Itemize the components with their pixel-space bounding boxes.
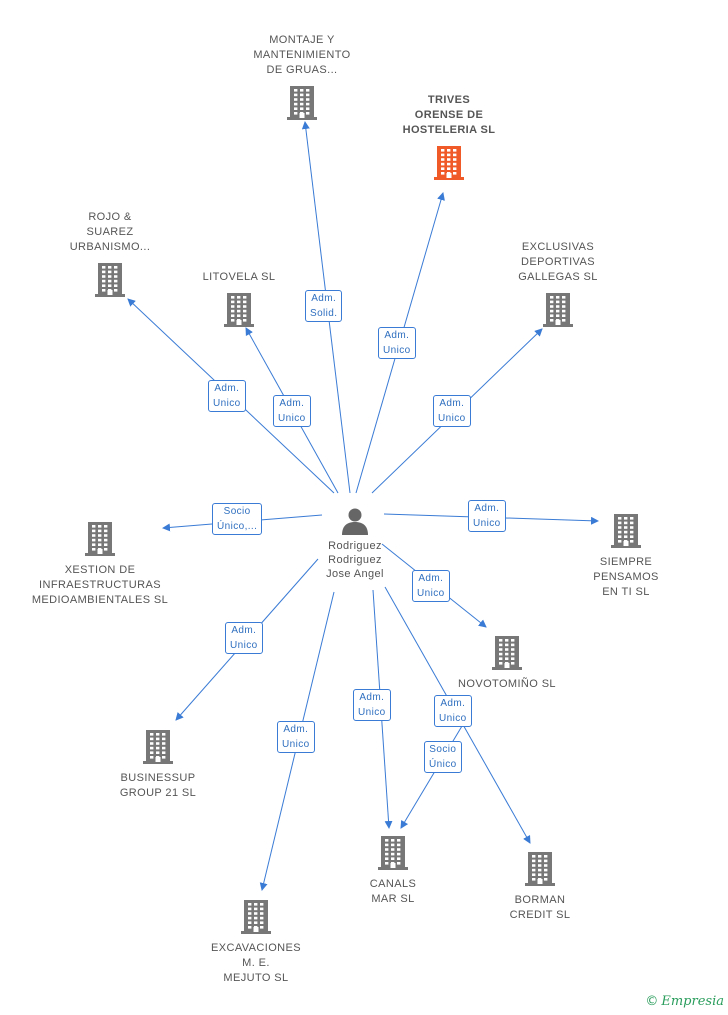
company-name: SIEMPRE PENSAMOS EN TI SL — [593, 556, 659, 598]
brand-name: Empresia — [661, 994, 724, 1009]
edge-label-businessup[interactable]: Adm. Unico — [225, 622, 263, 654]
company-node-excavaciones[interactable]: EXCAVACIONES M. E. MEJUTO SL — [196, 898, 316, 986]
company-name: EXCLUSIVAS DEPORTIVAS GALLEGAS SL — [518, 241, 598, 283]
person-node-center[interactable]: Rodriguez Rodriguez Jose Angel — [300, 505, 410, 581]
edge-label-novotomino_canals[interactable]: Socio Único — [424, 741, 462, 773]
company-node-litovela[interactable]: LITOVELA SL — [189, 270, 289, 332]
company-name: NOVOTOMIÑO SL — [458, 678, 556, 690]
edge-label-xestion[interactable]: Socio Único,... — [212, 503, 263, 535]
building-icon — [239, 898, 273, 939]
company-name: EXCAVACIONES M. E. MEJUTO SL — [211, 942, 301, 984]
building-icon — [83, 520, 117, 561]
edge-label-exclusivas[interactable]: Adm. Unico — [433, 395, 471, 427]
building-icon — [490, 634, 524, 675]
building-icon — [376, 834, 410, 875]
edge-label-excavaciones[interactable]: Adm. Unico — [277, 721, 315, 753]
edge-label-canals[interactable]: Adm. Unico — [353, 689, 391, 721]
building-icon — [541, 291, 575, 332]
company-node-exclusivas[interactable]: EXCLUSIVAS DEPORTIVAS GALLEGAS SL — [503, 240, 613, 332]
building-icon — [609, 512, 643, 553]
edge-label-trives[interactable]: Adm. Unico — [378, 327, 416, 359]
edge-label-rojo[interactable]: Adm. Unico — [208, 380, 246, 412]
company-name: CANALS MAR SL — [369, 878, 417, 905]
company-node-borman[interactable]: BORMAN CREDIT SL — [490, 850, 590, 923]
building-icon — [523, 850, 557, 891]
company-node-trives[interactable]: TRIVES ORENSE DE HOSTELERIA SL — [394, 93, 504, 185]
company-node-canals[interactable]: CANALS MAR SL — [343, 834, 443, 907]
edge-label-litovela[interactable]: Adm. Unico — [273, 395, 311, 427]
edge-label-novotomino[interactable]: Adm. Unico — [412, 570, 450, 602]
edge-label-borman[interactable]: Adm. Unico — [434, 695, 472, 727]
company-name: ROJO & SUAREZ URBANISMO... — [69, 211, 151, 253]
person-name: Rodriguez Rodriguez Jose Angel — [326, 540, 384, 580]
building-icon — [285, 84, 319, 125]
company-name: XESTION DE INFRAESTRUCTURAS MEDIOAMBIENT… — [31, 564, 169, 606]
building-icon — [222, 291, 256, 332]
company-name: MONTAJE Y MANTENIMIENTO DE GRUAS... — [253, 34, 351, 76]
building-icon — [141, 728, 175, 769]
brand-footer: ©Empresia — [645, 994, 724, 1009]
company-name: TRIVES ORENSE DE HOSTELERIA SL — [402, 94, 496, 136]
company-node-novotomino[interactable]: NOVOTOMIÑO SL — [447, 634, 567, 692]
company-name: LITOVELA SL — [202, 271, 276, 283]
company-node-siempre[interactable]: SIEMPRE PENSAMOS EN TI SL — [576, 512, 676, 600]
company-name: BUSINESSUP GROUP 21 SL — [119, 772, 197, 799]
company-name: BORMAN CREDIT SL — [509, 894, 571, 921]
edge-label-siempre[interactable]: Adm. Unico — [468, 500, 506, 532]
company-node-montaje[interactable]: MONTAJE Y MANTENIMIENTO DE GRUAS... — [247, 33, 357, 125]
edge-label-montaje[interactable]: Adm. Solid. — [305, 290, 343, 322]
building-icon — [93, 261, 127, 302]
building-icon — [432, 144, 466, 185]
company-node-rojo[interactable]: ROJO & SUAREZ URBANISMO... — [60, 210, 160, 302]
person-icon — [342, 508, 368, 535]
company-node-businessup[interactable]: BUSINESSUP GROUP 21 SL — [103, 728, 213, 801]
company-node-xestion[interactable]: XESTION DE INFRAESTRUCTURAS MEDIOAMBIENT… — [20, 520, 180, 608]
copyright-icon: © — [645, 994, 659, 1009]
